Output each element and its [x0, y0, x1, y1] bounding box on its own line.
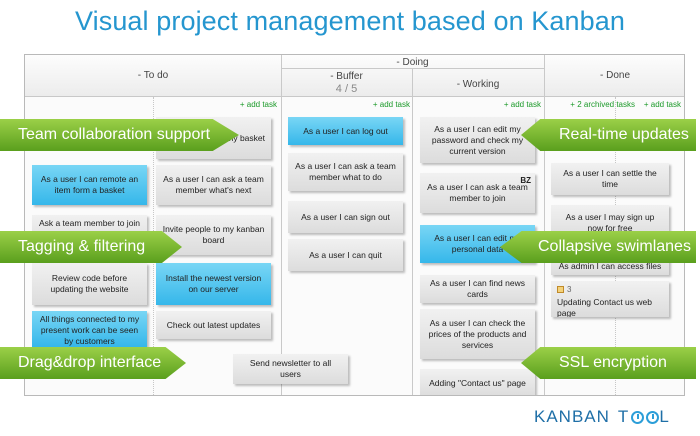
page-headline: Visual project management based on Kanba… [75, 6, 625, 36]
logo-text: L [659, 407, 670, 426]
column-divider [544, 55, 545, 395]
board-header [25, 55, 684, 97]
task-card[interactable]: Install the newest version on our server [156, 263, 271, 305]
counter-icon [557, 286, 564, 293]
logo-text: KANBAN [534, 407, 610, 426]
assignee-badge: BZ [520, 176, 531, 185]
column-header-buffer[interactable]: - Buffer [330, 71, 363, 82]
task-card[interactable]: As a user I can settle the time [551, 163, 669, 195]
add-task-link-todo[interactable]: + add task [239, 100, 277, 109]
add-task-link-buffer[interactable]: + add task [372, 100, 410, 109]
feature-ribbon-ssl-encryption: SSL encryption [521, 347, 696, 379]
archived-tasks-link[interactable]: + 2 archived tasks [570, 100, 635, 109]
task-card[interactable]: As a user I can check the prices of the … [420, 309, 535, 359]
task-card[interactable]: BZ As a user I can ask a team member to … [420, 173, 535, 213]
task-card[interactable]: As a user I can remote an item form a ba… [32, 165, 147, 205]
task-card-text: As a user I can ask a team member to joi… [427, 182, 528, 203]
feature-ribbon-collapsive-swimlanes: Collapsive swimlanes [500, 231, 696, 263]
buffer-wip-limit: 4 / 5 [335, 83, 358, 95]
column-header-doing[interactable]: - Doing [396, 57, 429, 68]
column-divider [281, 55, 282, 395]
task-card[interactable]: As a user I can log out [288, 117, 403, 145]
task-counter-value: 3 [567, 285, 572, 294]
task-card[interactable]: As a user I can find news cards [420, 275, 535, 303]
feature-ribbon-drag-drop: Drag&drop interface [0, 347, 186, 379]
feature-ribbon-tagging-filtering: Tagging & filtering [0, 231, 182, 263]
task-card-text: Updating Contact us web page [557, 297, 652, 317]
task-card[interactable]: As a user I can ask a team member what t… [288, 153, 403, 191]
task-card[interactable]: As a user I can sign out [288, 201, 403, 233]
task-card[interactable]: As a user I can edit my password and che… [420, 117, 535, 163]
task-card[interactable]: All things connected to my present work … [32, 311, 147, 347]
column-header-working[interactable]: - Working [456, 79, 500, 90]
clock-icon [631, 410, 645, 424]
kanban-tool-logo: KANBAN T L [534, 404, 670, 430]
clock-icon [646, 410, 660, 424]
add-task-link-done[interactable]: + add task [643, 100, 681, 109]
task-card[interactable]: Adding "Contact us" page [420, 369, 535, 395]
task-card[interactable]: 3 Updating Contact us web page [551, 281, 669, 317]
column-header-done[interactable]: - Done [599, 70, 630, 81]
task-card[interactable]: As a user I can ask a team member what's… [156, 165, 271, 205]
kanban-board: - To do - Doing - Buffer 4 / 5 - Working… [24, 54, 685, 396]
column-divider [412, 68, 413, 395]
task-card[interactable]: As a user I can quit [288, 239, 403, 271]
logo-text: T [617, 407, 630, 426]
task-card[interactable]: Review code before updating the website [32, 263, 147, 305]
add-task-link-working[interactable]: + add task [503, 100, 541, 109]
task-card[interactable]: Check out latest updates [156, 311, 271, 339]
column-header-todo[interactable]: - To do [137, 70, 169, 81]
feature-ribbon-realtime-updates: Real-time updates [521, 119, 696, 151]
task-card[interactable]: Send newsletter to all users [233, 354, 348, 384]
feature-ribbon-team-collaboration: Team collaboration support [0, 119, 239, 151]
task-counter: 3 [557, 284, 571, 295]
